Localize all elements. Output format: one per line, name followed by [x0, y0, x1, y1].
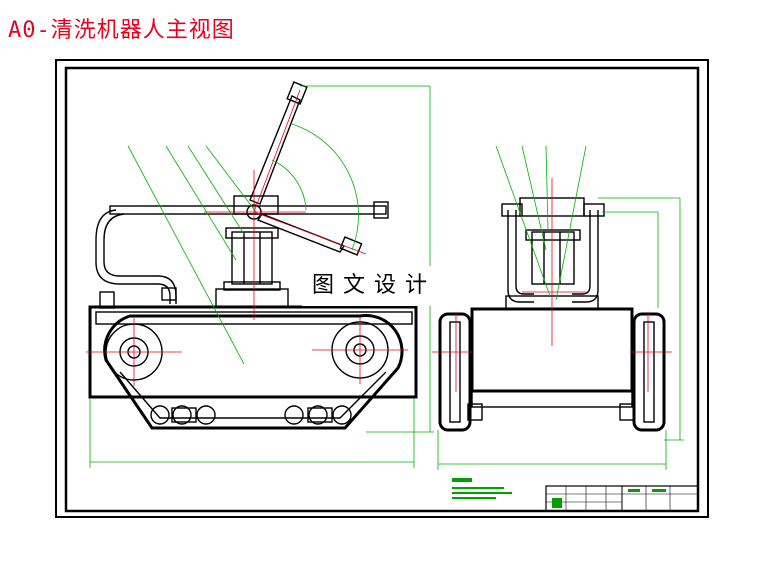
front-track — [103, 314, 404, 430]
inner-border — [64, 66, 700, 513]
front-dimensions — [89, 85, 434, 468]
side-nozzle-right — [583, 203, 605, 217]
front-view — [86, 81, 434, 468]
technical-notes — [452, 478, 512, 499]
front-base-plate — [215, 288, 289, 308]
side-clamp-ring — [525, 229, 581, 241]
front-spray-arm — [109, 205, 387, 215]
front-motor — [99, 291, 115, 309]
side-arm-left — [507, 210, 534, 303]
front-track-inner — [119, 371, 387, 419]
front-inclined-nozzle-lower — [339, 236, 363, 256]
front-hose-fitting — [161, 287, 177, 301]
outer-border — [55, 59, 709, 518]
front-inclined-arm-upper — [249, 95, 301, 205]
front-nozzle-right — [373, 201, 389, 219]
title-block — [545, 485, 699, 512]
front-inclined-nozzle-upper — [286, 81, 308, 105]
side-nozzle-left — [501, 203, 523, 217]
front-road-wheels — [150, 405, 352, 425]
side-centerlines — [432, 178, 672, 392]
side-dimensions — [437, 145, 684, 470]
page-title: A0-清洗机器人主视图 — [8, 18, 235, 43]
watermark: 图文设计 — [302, 266, 460, 306]
front-inclined-arm-lower — [256, 213, 346, 253]
side-column — [531, 231, 575, 285]
side-base-rail — [471, 390, 633, 408]
front-base-flange — [223, 281, 281, 291]
side-track-left — [438, 312, 472, 432]
front-clamp-ring — [225, 227, 279, 239]
side-arm-right — [572, 210, 599, 303]
front-column — [231, 231, 273, 285]
side-track-right — [632, 312, 666, 432]
side-view — [432, 145, 684, 470]
front-centerlines — [86, 89, 408, 386]
